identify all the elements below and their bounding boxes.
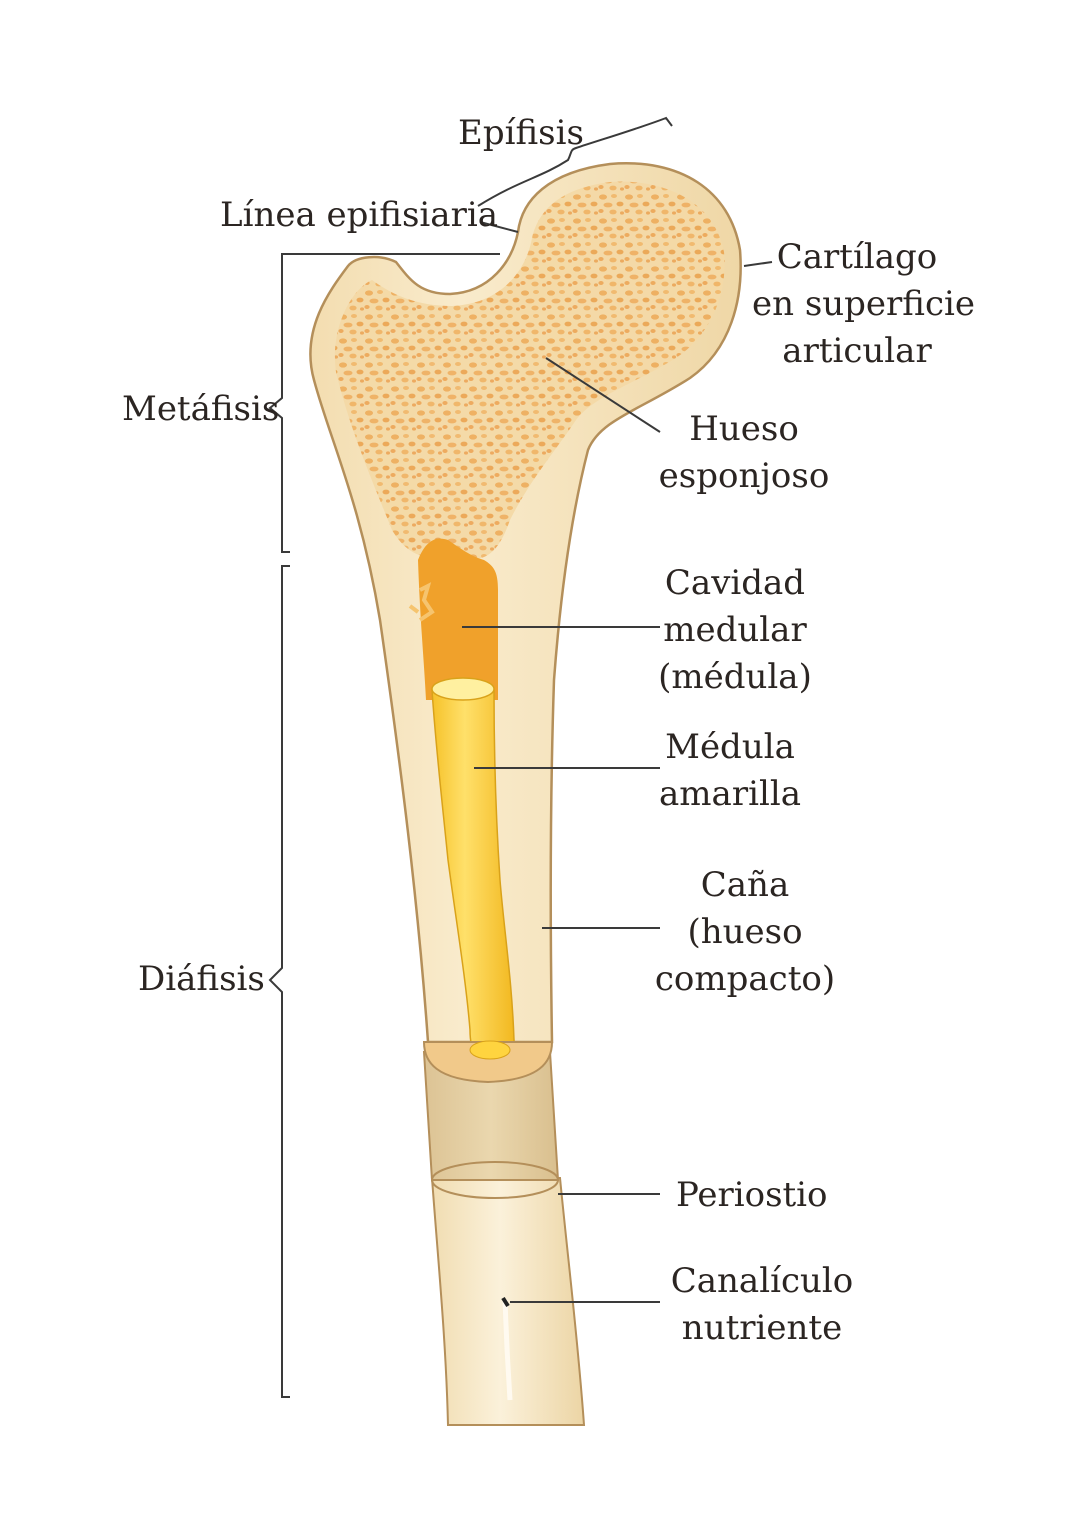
- nutrient-canal: [502, 1299, 513, 1401]
- diafisis-bracket: [268, 565, 290, 1398]
- label-periostio: Periostio: [676, 1175, 828, 1215]
- nutrient-canal-opening: [501, 1296, 510, 1308]
- cartilago-leader: [743, 261, 773, 267]
- yellow-marrow-top: [431, 677, 495, 701]
- label-epifisis: Epífisis: [458, 113, 584, 153]
- spongy-bone-region: [334, 181, 725, 560]
- label-cavidad-medular: Cavidad medular (médula): [658, 563, 812, 697]
- label-canaliculo: Canalículo nutriente: [670, 1261, 854, 1348]
- label-linea-epifisiaria: Línea epifisiaria: [220, 195, 498, 235]
- label-cartilago: Cartílago en superficie articular: [752, 237, 976, 371]
- label-diafisis: Diáfisis: [138, 959, 265, 999]
- medullary-cavity-texture: [408, 582, 435, 622]
- shaft-cross-section: [422, 1041, 554, 1084]
- label-metafisis: Metáfisis: [122, 389, 280, 429]
- label-medula-amarilla: Médula amarilla: [659, 727, 801, 814]
- epifisis-bracket: [477, 116, 673, 207]
- label-hueso-esponjoso: Hueso esponjoso: [658, 409, 830, 496]
- marrow-cross-section: [469, 1040, 511, 1060]
- medullary-cavity: [418, 538, 498, 700]
- linea-epifisiaria-leader: [479, 221, 519, 233]
- hueso-esponjoso-leader: [545, 357, 661, 433]
- periosteum-lower-edge: [431, 1161, 559, 1199]
- label-cana: Caña (hueso compacto): [654, 865, 836, 999]
- lower-shaft: [430, 1177, 586, 1426]
- metafisis-bracket: [268, 253, 500, 553]
